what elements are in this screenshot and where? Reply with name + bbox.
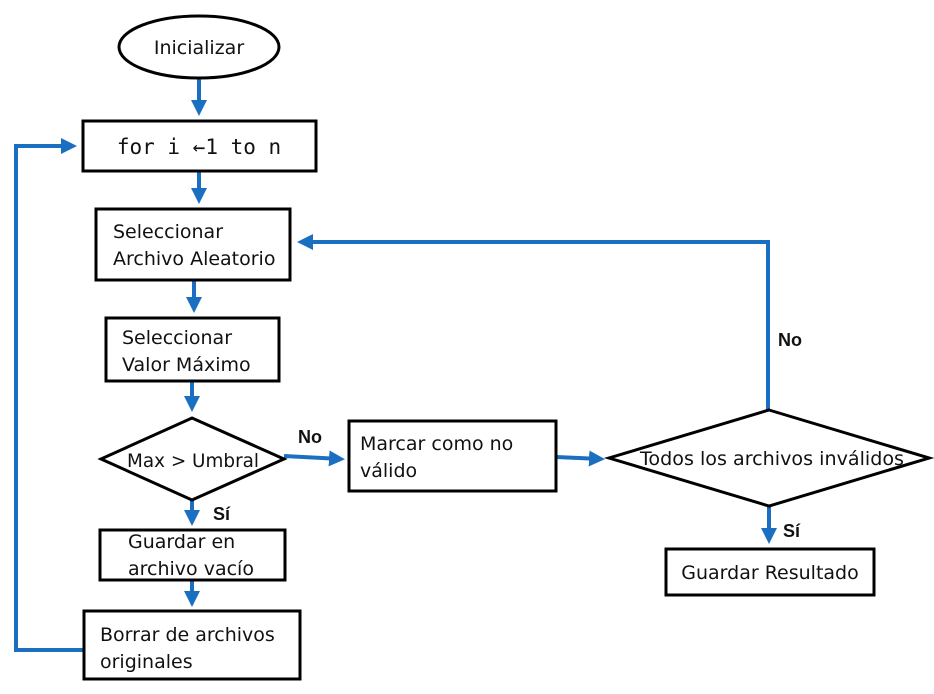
start-terminator [117,14,281,80]
decision-all-diamond [603,408,934,508]
loop-label: for i ←1 to n [117,135,281,159]
delete-label-line1: Borrar de archivos [100,624,275,646]
arrow-decision-all-no-back [297,234,770,410]
save-result-label: Guardar Resultado [681,562,858,584]
delete-label-line2: originales [100,651,193,673]
delete-box [82,609,302,681]
decision-all-label: Todos los archivos inválidos [639,448,904,470]
edge-label-max-no: No [298,427,322,447]
mark-invalid-box [347,419,558,493]
decision-max-diamond [97,416,288,502]
select-file-label-line2: Archivo Aleatorio [113,248,275,270]
decision-max-label: Max > Umbral [127,450,259,472]
select-max-box [104,316,281,383]
select-max-label-line2: Valor Máximo [122,354,251,376]
save-empty-label-line2: archivo vacío [128,558,254,580]
select-file-box [94,207,292,282]
edge-label-max-yes: Sí [213,504,231,524]
arrow-mark-invalid-to-decision-all [555,450,605,467]
select-max-label-line1: Seleccionar [122,327,232,349]
save-empty-label-line1: Guardar en [128,531,235,553]
start-label: Inicializar [154,37,244,59]
mark-invalid-label-line2: válido [360,460,417,482]
save-empty-box [98,528,287,582]
arrow-delete-loop-back [14,138,84,652]
loop-box [81,119,318,173]
edge-label-all-no: No [778,330,802,350]
arrow-decision-no-to-mark-invalid [283,450,345,467]
select-file-label-line1: Seleccionar [113,221,223,243]
mark-invalid-label-line1: Marcar como no [360,433,513,455]
edge-label-all-yes: Sí [783,521,801,541]
connectors [14,78,777,652]
save-result-box [664,547,876,597]
